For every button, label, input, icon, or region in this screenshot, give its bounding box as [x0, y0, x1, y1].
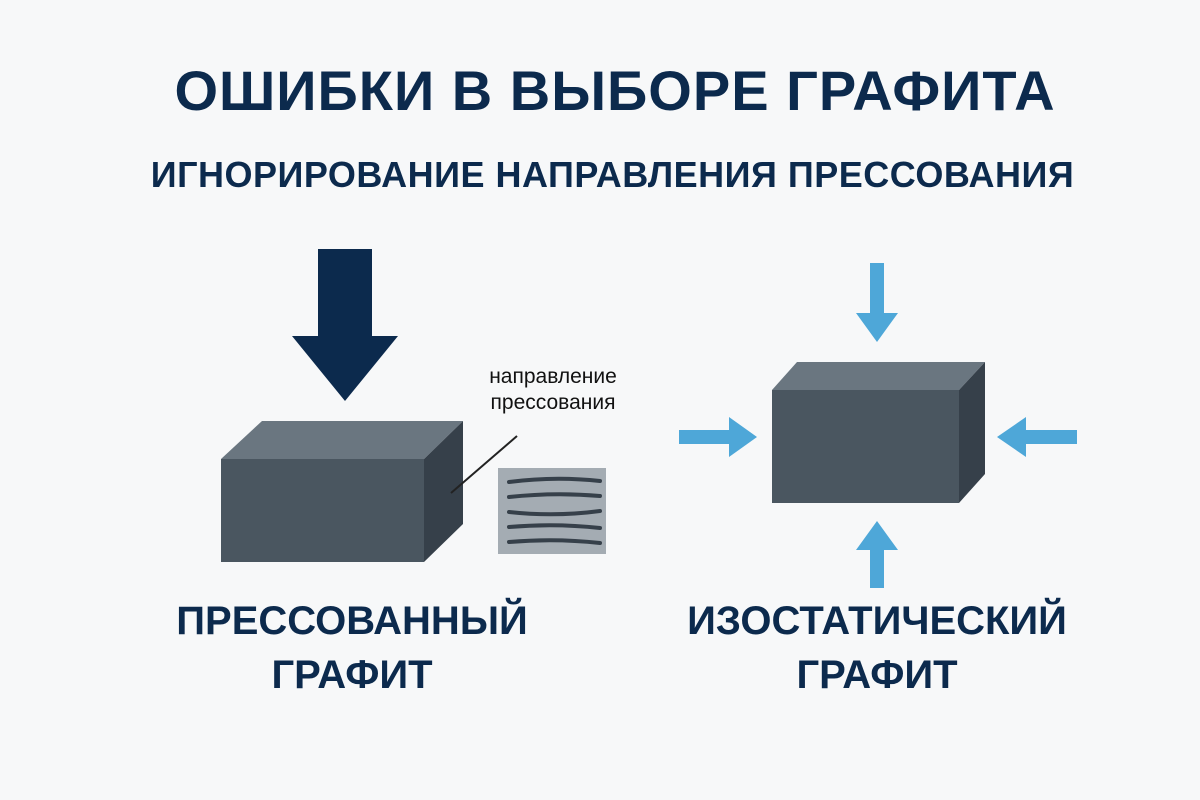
- block-front-face: [772, 390, 959, 503]
- isostatic-graphite-block: [772, 362, 985, 503]
- page-subtitle: ИГНОРИРОВАНИЕ НАПРАВЛЕНИЯ ПРЕССОВАНИЯ: [150, 154, 1075, 195]
- texture-line: [507, 476, 602, 484]
- pressed-graphite-caption: ПРЕССОВАННЫЙ ГРАФИТ: [152, 594, 552, 702]
- texture-line: [507, 523, 602, 530]
- caption-line-2: ГРАФИТ: [796, 653, 958, 697]
- down-arrow-icon: [856, 263, 898, 342]
- annotation-line-1: направление: [489, 365, 617, 388]
- block-side-face: [959, 362, 985, 503]
- isostatic-graphite-caption: ИЗОСТАТИЧЕСКИЙ ГРАФИТ: [672, 594, 1082, 702]
- caption-line-1: ИЗОСТАТИЧЕСКИЙ: [687, 599, 1067, 643]
- texture-line: [507, 509, 602, 517]
- block-front-face: [221, 459, 424, 562]
- pressing-direction-arrow-icon: [292, 249, 398, 401]
- left-arrow-icon: [997, 417, 1077, 457]
- annotation-leader-line: [450, 435, 518, 494]
- annotation-line-2: прессования: [490, 391, 616, 414]
- texture-line: [507, 538, 602, 545]
- pressed-graphite-figure: [221, 249, 606, 562]
- caption-line-1: ПРЕССОВАННЫЙ: [176, 599, 528, 643]
- block-side-face: [424, 421, 463, 562]
- page-title: ОШИБКИ В ВЫБОРЕ ГРАФИТА: [174, 59, 1056, 122]
- up-arrow-icon: [856, 521, 898, 588]
- pressing-direction-annotation: направление прессования: [458, 364, 648, 416]
- caption-line-2: ГРАФИТ: [271, 653, 433, 697]
- block-top-face: [221, 421, 463, 459]
- isostatic-graphite-figure: [679, 263, 1077, 588]
- block-top-face: [772, 362, 985, 390]
- grain-texture-swatch: [498, 468, 606, 554]
- pressed-graphite-block: [221, 421, 463, 562]
- texture-line: [507, 492, 602, 499]
- right-arrow-icon: [679, 417, 757, 457]
